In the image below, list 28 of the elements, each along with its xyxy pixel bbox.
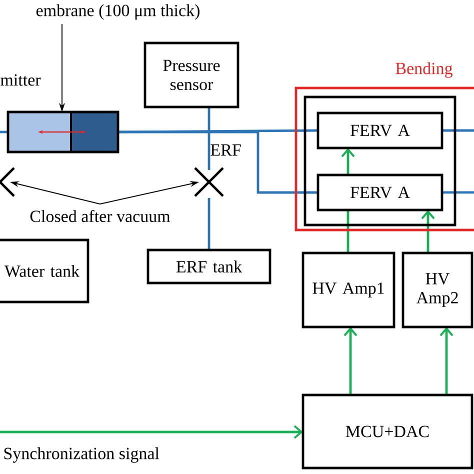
component-box: MCU+DAC (302, 394, 474, 470)
annotation-text: embrane (100 μm thick) (36, 4, 200, 20)
edge-label: Synchronization signal (4, 447, 160, 463)
part-label: ERF (210, 144, 241, 156)
component-box: HV Amp1 (302, 252, 396, 328)
arrow (421, 210, 435, 253)
pipe-line (208, 198, 210, 250)
pipe-line (208, 107, 210, 170)
arrow (341, 148, 355, 175)
arrow (344, 327, 358, 395)
part-label: mitter (0, 74, 41, 86)
component-box: HV Amp2 (402, 252, 474, 328)
component-box: Pressure sensor (144, 42, 240, 108)
arrow (440, 327, 454, 395)
annotation-text: Closed after vacuum (30, 210, 170, 222)
pipe-line (442, 129, 474, 132)
component-box: ERF tank (146, 248, 272, 284)
pipe-line (442, 191, 474, 194)
pipe-line (346, 210, 350, 253)
component-box: FERV A (316, 174, 444, 212)
arrow (0, 425, 303, 439)
component-box: FERV A (316, 112, 444, 150)
component-box (304, 96, 456, 226)
valve-cross (0, 166, 16, 198)
pipe-line (118, 130, 318, 194)
component-box: Water tank (0, 238, 90, 304)
emitter-block (6, 110, 120, 154)
valve-cross (194, 166, 224, 198)
